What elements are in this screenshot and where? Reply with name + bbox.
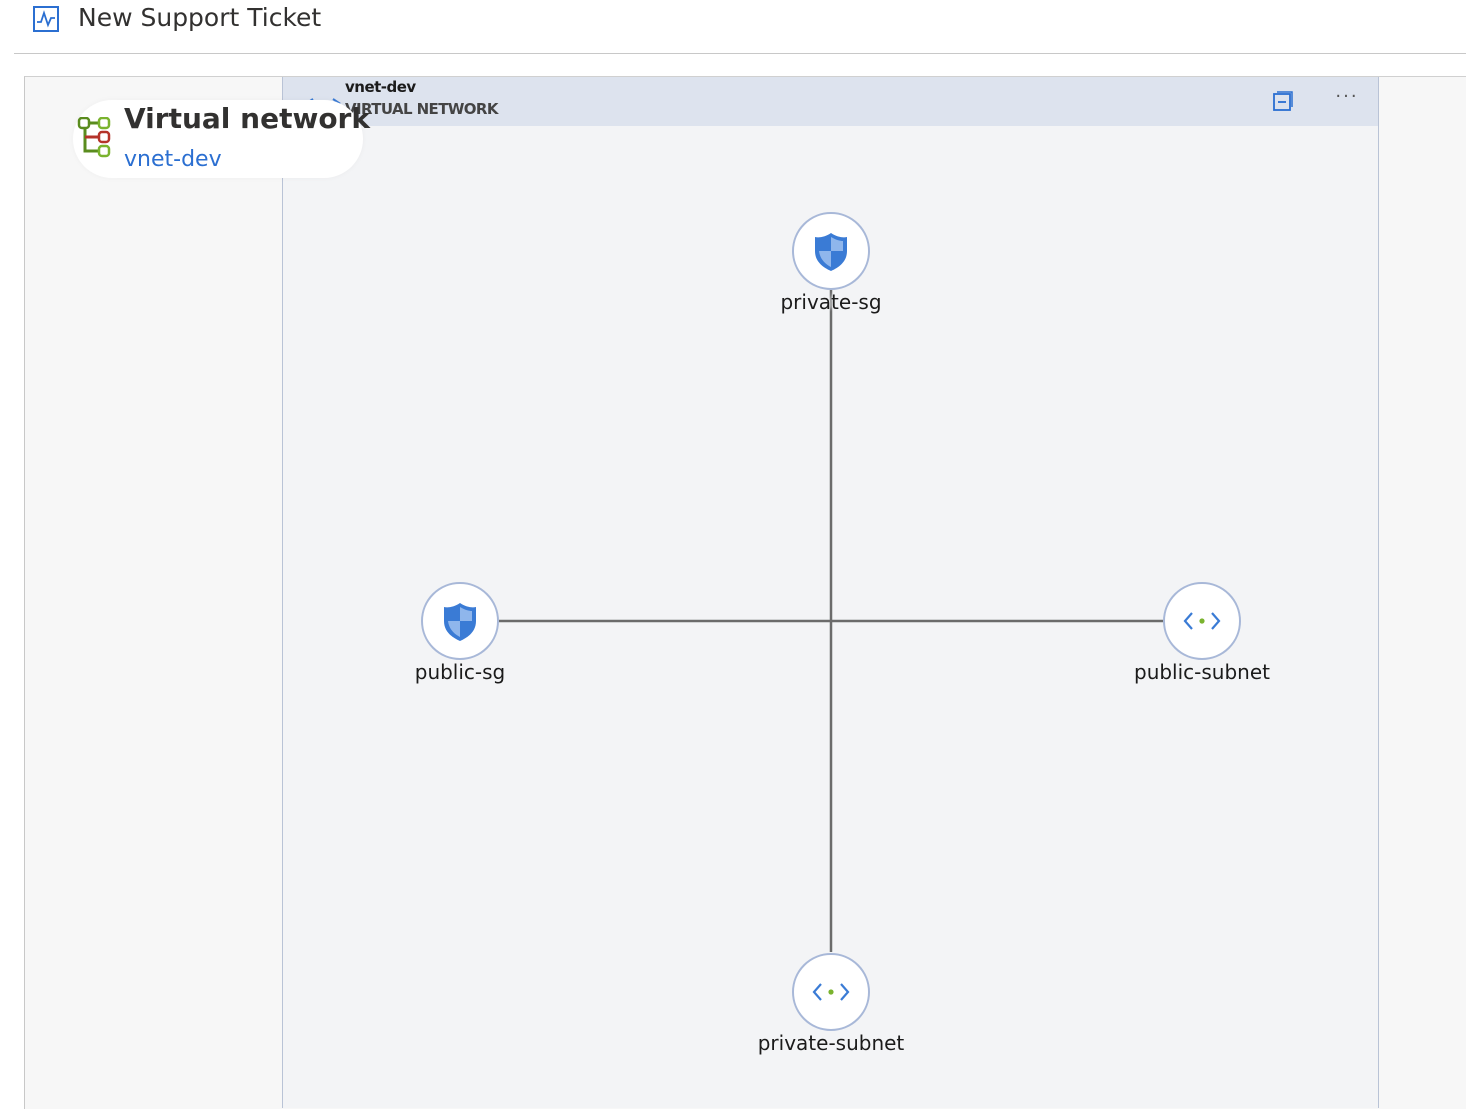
node-label-private-subnet[interactable]: private-subnet bbox=[757, 1031, 905, 1055]
shield-icon bbox=[444, 603, 476, 641]
virtual-network-icon bbox=[77, 117, 111, 158]
node-label-public-subnet[interactable]: public-subnet bbox=[1133, 660, 1271, 684]
node-private-subnet[interactable] bbox=[791, 952, 871, 1032]
new-support-ticket-link[interactable]: New Support Ticket bbox=[78, 3, 322, 32]
subnet-icon bbox=[812, 983, 850, 1001]
shield-icon bbox=[815, 233, 847, 271]
node-circle bbox=[792, 953, 870, 1031]
top-bar: New Support Ticket bbox=[0, 0, 1466, 54]
more-options-button[interactable]: ··· bbox=[1335, 86, 1359, 107]
node-private-sg[interactable] bbox=[791, 211, 871, 291]
divider bbox=[14, 53, 1466, 54]
node-public-subnet[interactable] bbox=[1162, 581, 1242, 661]
chart-pulse-icon[interactable] bbox=[32, 5, 60, 33]
node-label-private-sg[interactable]: private-sg bbox=[780, 290, 882, 314]
resource-name-link[interactable]: vnet-dev bbox=[124, 147, 222, 172]
resource-type-title: Virtual network bbox=[124, 102, 370, 135]
resource-info-card: Virtual network vnet-dev bbox=[73, 100, 370, 178]
vnet-group-type: VIRTUAL NETWORK bbox=[345, 100, 499, 118]
node-circle bbox=[421, 582, 499, 660]
vnet-group-header: vnet-dev VIRTUAL NETWORK ··· bbox=[283, 77, 1378, 126]
node-public-sg[interactable] bbox=[420, 581, 500, 661]
node-label-public-sg[interactable]: public-sg bbox=[414, 660, 506, 684]
subnet-icon bbox=[1183, 612, 1221, 630]
node-circle bbox=[1163, 582, 1241, 660]
collapse-icon[interactable] bbox=[1272, 90, 1294, 112]
vnet-group-name: vnet-dev bbox=[345, 78, 416, 96]
